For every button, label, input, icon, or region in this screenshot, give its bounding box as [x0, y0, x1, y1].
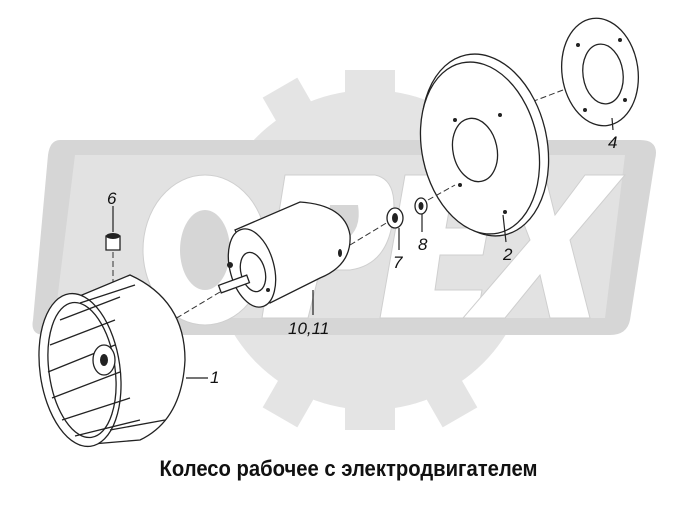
label-part-8: 8	[418, 235, 428, 254]
label-part-1: 1	[210, 368, 219, 387]
diagram-caption: Колесо рабочее с электродвигателем	[159, 456, 538, 481]
gasket-part-4	[560, 17, 640, 127]
fan-wheel-part-1	[38, 274, 186, 448]
label-part-7: 7	[393, 253, 403, 272]
washer-part-8	[414, 197, 428, 215]
nut-part-6	[105, 233, 121, 251]
label-part-2: 2	[502, 245, 513, 264]
flange-plate-part-2	[419, 53, 550, 237]
label-part-4: 4	[608, 133, 617, 152]
leader-lines	[112, 117, 614, 379]
nut-part-7	[386, 207, 404, 229]
label-part-10-11: 10,11	[288, 319, 329, 338]
label-part-6: 6	[107, 189, 117, 208]
electric-motor-part-10-11	[217, 201, 351, 308]
